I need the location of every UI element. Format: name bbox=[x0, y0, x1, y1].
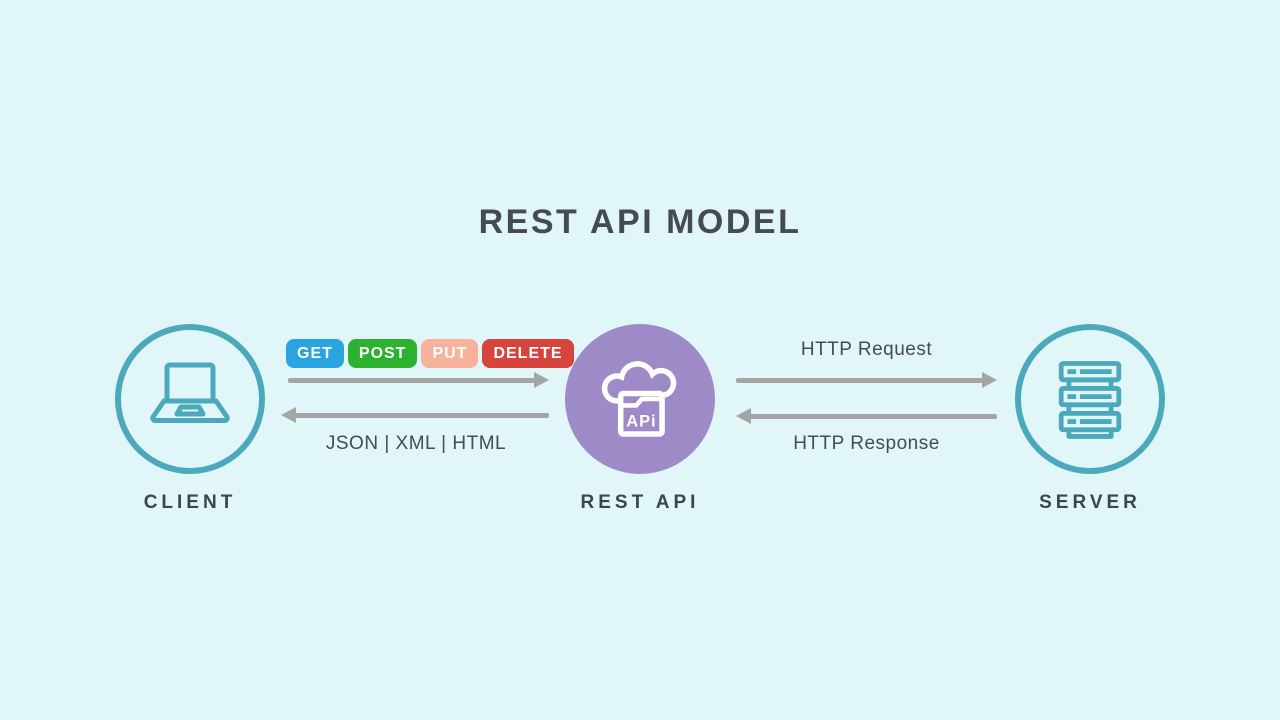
http-request-label: HTTP Request bbox=[800, 339, 933, 360]
method-badge-post: POST bbox=[347, 339, 418, 368]
page-title: REST API MODEL bbox=[478, 203, 802, 241]
method-badge-delete: DELETE bbox=[482, 339, 574, 368]
laptop-icon bbox=[150, 362, 230, 423]
client-label: CLIENT bbox=[143, 492, 237, 513]
server-label: SERVER bbox=[1039, 492, 1141, 513]
server-node bbox=[1015, 324, 1165, 474]
api-to-server-arrow bbox=[736, 372, 997, 388]
server-to-api-arrow bbox=[736, 408, 997, 424]
method-badge-put: PUT bbox=[421, 339, 479, 368]
http-method-badges: GET POST PUT DELETE bbox=[286, 339, 574, 368]
http-response-label: HTTP Response bbox=[793, 433, 940, 454]
api-icon-text: APi bbox=[626, 412, 656, 431]
client-node bbox=[115, 324, 265, 474]
server-rack-icon bbox=[1058, 361, 1122, 439]
response-formats-label: JSON | XML | HTML bbox=[325, 433, 507, 454]
rest-api-label: REST API bbox=[580, 492, 700, 513]
method-badge-get: GET bbox=[286, 339, 344, 368]
client-to-api-arrow bbox=[288, 372, 549, 388]
cloud-api-icon: APi bbox=[601, 361, 677, 437]
api-to-client-arrow bbox=[281, 407, 549, 423]
rest-api-node: APi bbox=[565, 324, 715, 474]
